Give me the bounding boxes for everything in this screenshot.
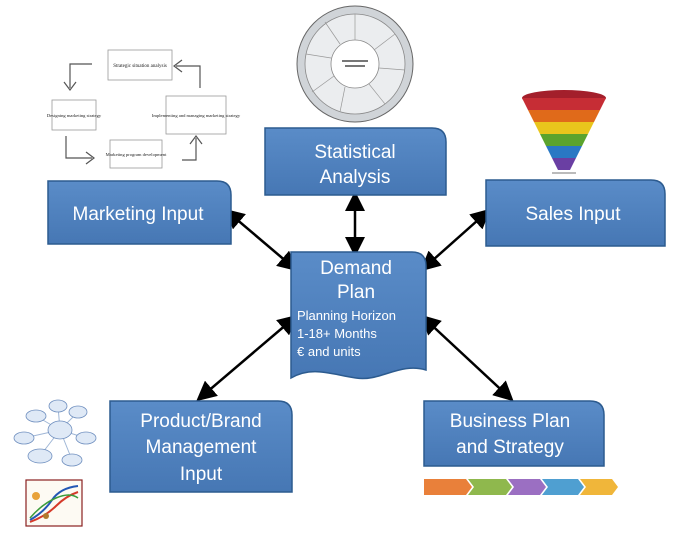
demand-plan-box: Demand Plan Planning Horizon 1-18+ Month… [290, 251, 427, 380]
sales-input-box: Sales Input [485, 179, 666, 247]
cycle-step-1: Strategic situation analysis [113, 64, 167, 69]
marketing-cycle-image: Strategic situation analysis Implementin… [47, 49, 241, 169]
arrow-marketing-demand [224, 208, 298, 272]
strategy-process-image [424, 479, 618, 495]
cycle-step-3: Marketing program development [106, 152, 167, 157]
business-plan-box: Business Plan and Strategy [423, 400, 605, 467]
product-line1: Product/Brand [140, 411, 261, 432]
business-line1: Business Plan [450, 411, 570, 432]
statistical-analysis-box: Statistical Analysis [264, 127, 447, 196]
demand-units: € and units [297, 344, 361, 359]
sales-funnel-image [522, 90, 606, 174]
demand-title-line2: Plan [337, 282, 375, 303]
demand-title-line1: Demand [320, 258, 392, 279]
product-brand-box: Product/Brand Management Input [109, 400, 293, 493]
arrow-sales-demand [420, 208, 491, 272]
product-line2: Management [146, 437, 258, 458]
growth-chart-image [25, 479, 83, 527]
arrow-product-demand [196, 314, 298, 402]
cycle-step-2: Implementing and managing marketing stra… [152, 113, 241, 118]
marketing-input-box: Marketing Input [47, 180, 232, 245]
statistical-line1: Statistical [314, 142, 395, 163]
marketing-input-label: Marketing Input [73, 204, 205, 225]
product-line3: Input [180, 464, 223, 485]
business-line2: and Strategy [456, 437, 564, 458]
statistical-line2: Analysis [320, 167, 391, 188]
arrow-business-demand [420, 314, 514, 402]
mind-map-image [13, 399, 97, 467]
statistical-cycle-image [296, 5, 414, 123]
demand-planning-horizon: Planning Horizon [297, 308, 396, 323]
cycle-step-4: Designing marketing strategy [47, 113, 102, 118]
sales-input-label: Sales Input [525, 204, 621, 225]
demand-months: 1-18+ Months [297, 326, 377, 341]
